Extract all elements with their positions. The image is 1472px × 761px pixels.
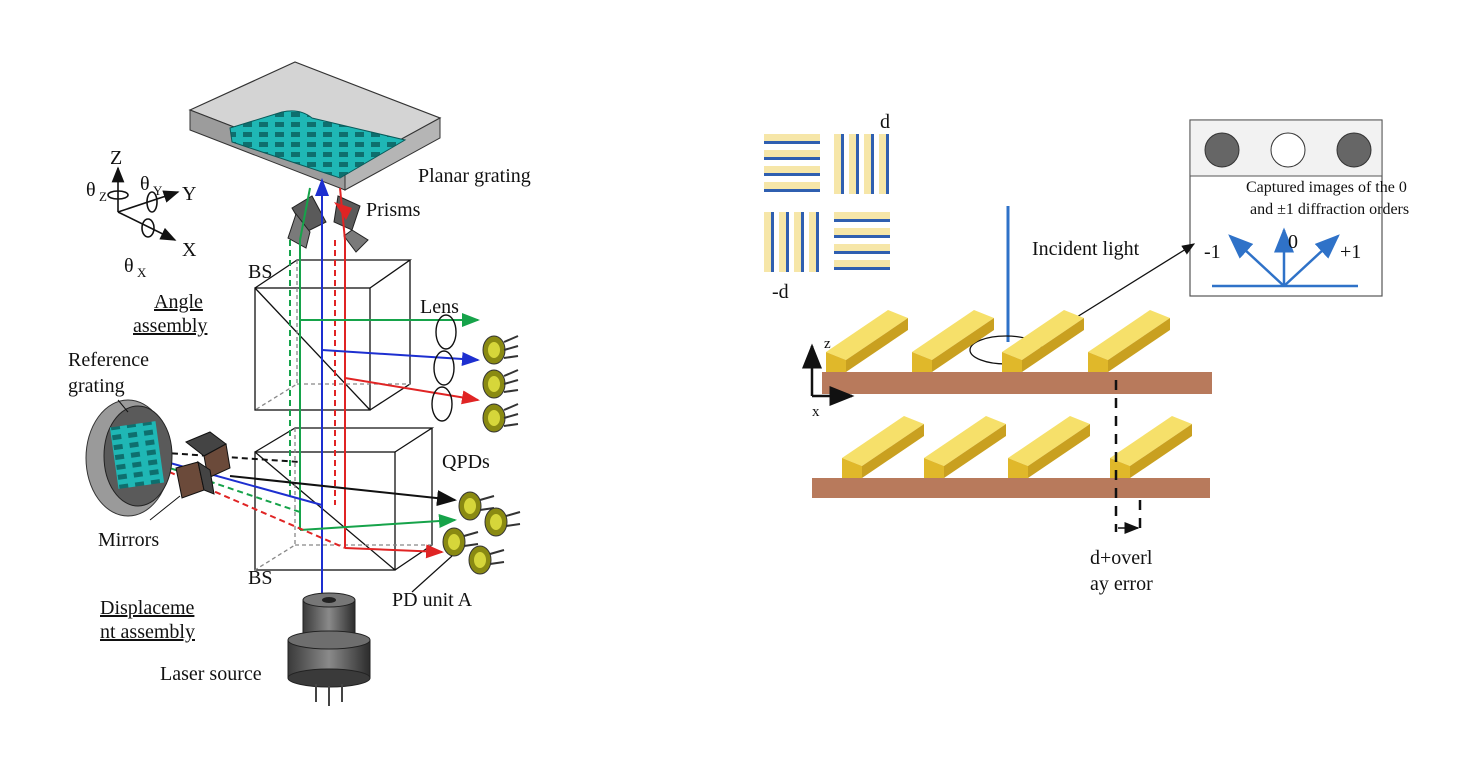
minus-d-label: -d bbox=[772, 281, 789, 303]
order-plus1-label: +1 bbox=[1340, 241, 1361, 263]
axes-icon bbox=[107, 166, 180, 241]
axis-z-small: z bbox=[824, 336, 831, 352]
xz-axes bbox=[802, 343, 855, 406]
right-panel: d -d Captured images of the 0 and ±1 dif… bbox=[764, 111, 1409, 595]
inset-caption-1: Captured images of the 0 bbox=[1246, 179, 1407, 196]
lower-bar-2 bbox=[924, 416, 1006, 478]
reference-grating bbox=[85, 399, 173, 517]
upper-bar-1 bbox=[826, 310, 908, 372]
lower-bar-4 bbox=[1110, 416, 1192, 478]
inset-caption-2: and ±1 diffraction orders bbox=[1250, 201, 1409, 218]
theta-x-label: θ bbox=[124, 255, 134, 277]
theta-z-sub: Z bbox=[99, 189, 107, 204]
lower-grating-layer bbox=[812, 416, 1210, 498]
laser-source bbox=[287, 592, 371, 706]
upper-bar-3 bbox=[1002, 310, 1084, 372]
axis-z-label: Z bbox=[110, 147, 122, 169]
overlay-error-label-1: d+overl bbox=[1090, 547, 1153, 569]
diffraction-inset bbox=[1189, 119, 1383, 297]
mirrors bbox=[149, 431, 231, 521]
lenses bbox=[431, 314, 457, 422]
left-panel: Z Y X θ Z θ Y θ X bbox=[68, 61, 531, 706]
bs-bottom-label: BS bbox=[248, 567, 272, 589]
theta-z-label: θ bbox=[86, 179, 96, 201]
beam-splitter-bottom bbox=[254, 427, 435, 571]
upper-bar-2 bbox=[912, 310, 994, 372]
theta-y-label: θ bbox=[140, 173, 150, 195]
pd-unit-a-label: PD unit A bbox=[392, 589, 473, 611]
prisms bbox=[287, 195, 369, 253]
incident-light-label: Incident light bbox=[1032, 238, 1140, 260]
planar-grating-plate bbox=[188, 61, 442, 191]
upper-substrate bbox=[822, 372, 1212, 394]
angle-assembly-label-2: assembly bbox=[133, 315, 207, 337]
qpds-label: QPDs bbox=[442, 451, 490, 473]
theta-x-sub: X bbox=[137, 265, 147, 280]
qpd-1 bbox=[482, 335, 519, 365]
reference-grating-label-2: grating bbox=[68, 375, 125, 397]
planar-grating-label: Planar grating bbox=[418, 165, 531, 187]
pd-unit-a bbox=[411, 491, 521, 593]
displacement-assembly-label-1: Displaceme bbox=[100, 597, 195, 619]
upper-bar-4 bbox=[1088, 310, 1170, 372]
laser-source-label: Laser source bbox=[160, 663, 262, 685]
order-0-label: 0 bbox=[1288, 231, 1298, 253]
prisms-label: Prisms bbox=[366, 199, 421, 221]
pattern-bottom-left bbox=[764, 212, 819, 272]
axis-y-label: Y bbox=[182, 183, 196, 205]
lower-substrate bbox=[812, 478, 1210, 498]
qpds bbox=[482, 335, 519, 433]
overlay-error-dimension bbox=[1114, 380, 1142, 534]
axis-x-small: x bbox=[812, 404, 820, 420]
pattern-top-left bbox=[764, 134, 820, 192]
order-minus1-label: -1 bbox=[1204, 241, 1221, 263]
grating-pattern-icons bbox=[764, 134, 890, 272]
order-0-spot bbox=[1270, 132, 1306, 168]
lower-bar-1 bbox=[842, 416, 924, 478]
angle-assembly-label-1: Angle bbox=[154, 291, 203, 313]
order-plus1-spot bbox=[1336, 132, 1372, 168]
qpd-3 bbox=[482, 403, 519, 433]
upper-grating-layer bbox=[822, 310, 1212, 394]
mirrors-label: Mirrors bbox=[98, 529, 159, 551]
d-label: d bbox=[880, 111, 890, 133]
overlay-error-label-2: ay error bbox=[1090, 573, 1153, 595]
axis-x-label: X bbox=[182, 239, 197, 261]
pattern-top-right bbox=[834, 134, 889, 194]
order-minus1-spot bbox=[1204, 132, 1240, 168]
displacement-assembly-label-2: nt assembly bbox=[100, 621, 195, 643]
laser-beams bbox=[151, 178, 480, 605]
theta-y-sub: Y bbox=[153, 183, 163, 198]
lower-bar-3 bbox=[1008, 416, 1090, 478]
bs-top-label: BS bbox=[248, 261, 272, 283]
reference-grating-label-1: Reference bbox=[68, 349, 149, 371]
pattern-bottom-right bbox=[834, 212, 890, 270]
beam-splitter-top bbox=[254, 259, 413, 411]
lens-label: Lens bbox=[420, 296, 459, 318]
qpd-2 bbox=[482, 369, 519, 399]
